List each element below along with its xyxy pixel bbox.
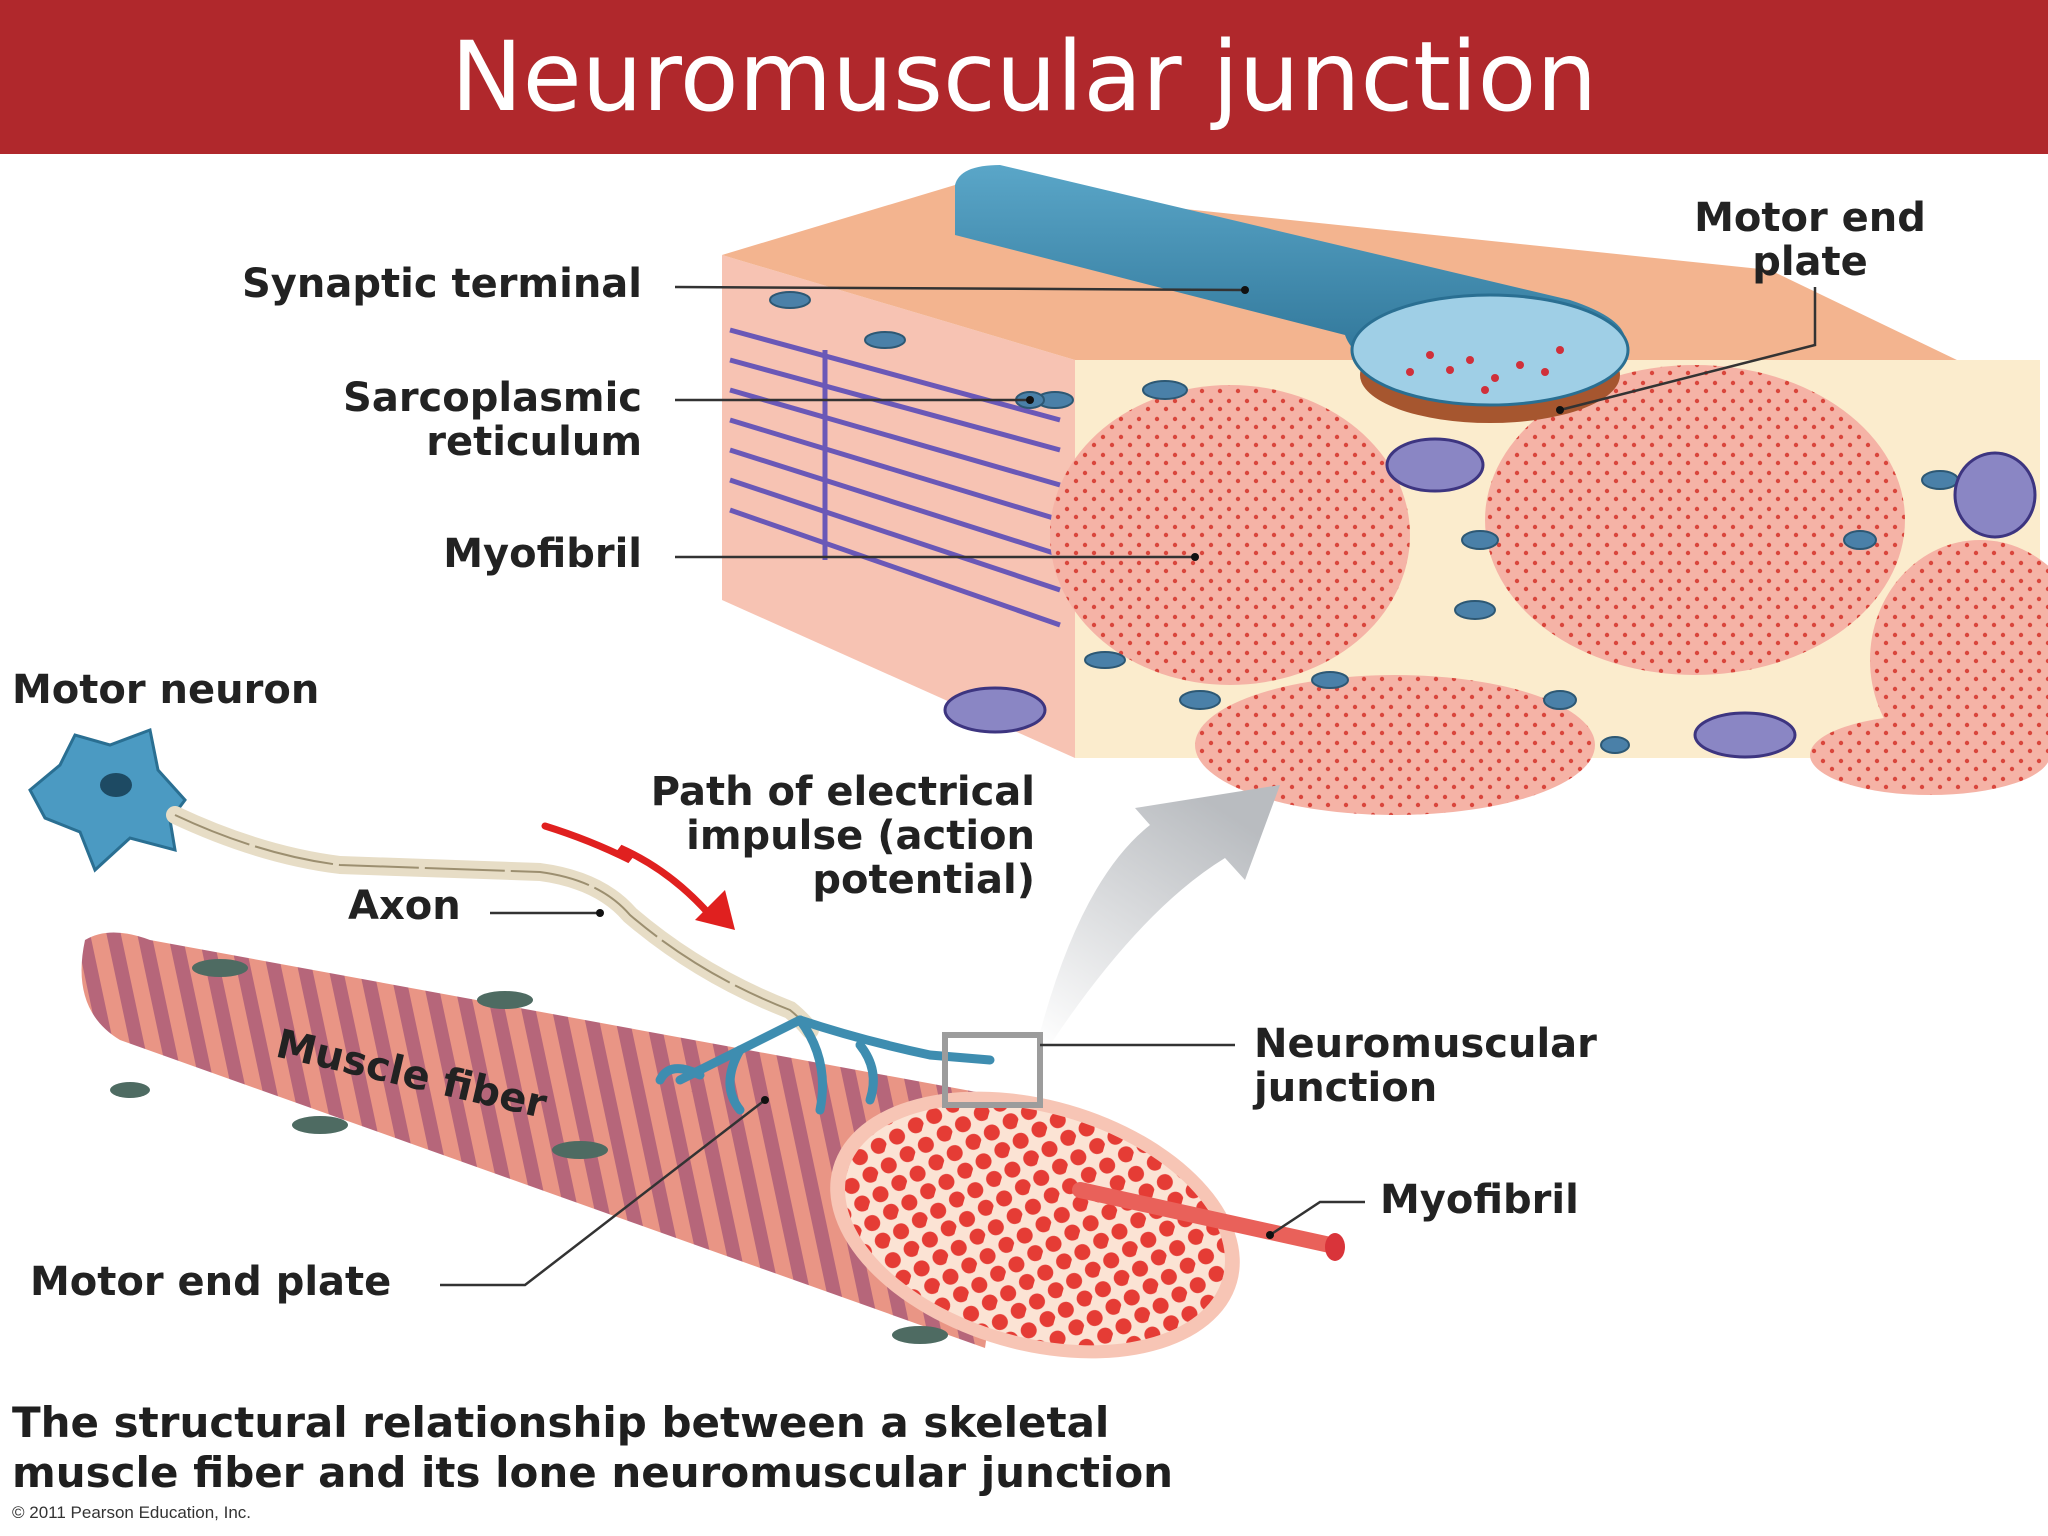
zoom-arrow xyxy=(1038,785,1280,1045)
myofibril-cross-section xyxy=(1195,675,1595,815)
label-axon: Axon xyxy=(348,883,461,929)
synaptic-terminal-end xyxy=(1350,293,1630,407)
sarcoplasmic-reticulum-blobs xyxy=(769,291,1959,754)
myofibril-strand xyxy=(1072,1182,1345,1261)
myofibril-cross-section xyxy=(1810,715,2048,795)
label-path-of-impulse: Path of electrical impulse (action poten… xyxy=(650,769,1035,903)
label-sarcoplasmic-reticulum: Sarcoplasmic reticulum xyxy=(343,375,642,465)
label-myofibril-bottom: Myofibril xyxy=(1380,1177,1579,1223)
myofibril-cross-section xyxy=(1485,365,1905,675)
impulse-arrow xyxy=(541,822,714,919)
axon-terminal-branches xyxy=(655,1015,995,1115)
myofibril-cross-section xyxy=(1050,385,1410,685)
junction-highlight-box xyxy=(942,1032,1043,1108)
label-motor-end-plate-bottom: Motor end plate xyxy=(30,1259,392,1305)
longitudinal-myofibrils xyxy=(729,327,1061,628)
leader-lines xyxy=(440,285,1817,1287)
slide-title: Neuromuscular junction xyxy=(450,21,1598,133)
neuron-cell-body xyxy=(28,727,187,873)
synaptic-vesicles xyxy=(1406,346,1564,394)
mitochondria xyxy=(943,437,2037,759)
title-bar xyxy=(0,0,2048,154)
figure-caption: The structural relationship between a sk… xyxy=(12,1398,1174,1498)
label-synaptic-terminal: Synaptic terminal xyxy=(242,261,642,307)
muscle-fiber-shape xyxy=(81,932,1240,1359)
muscle-block-section xyxy=(722,165,2048,815)
copyright-notice: © 2011 Pearson Education, Inc. xyxy=(12,1503,252,1522)
label-motor-neuron: Motor neuron xyxy=(12,667,320,713)
label-motor-end-plate-top: Motor end plate xyxy=(1694,195,1926,285)
label-neuromuscular-junction: Neuromuscular junction xyxy=(1254,1021,1597,1111)
label-myofibril-top: Myofibril xyxy=(443,531,642,577)
